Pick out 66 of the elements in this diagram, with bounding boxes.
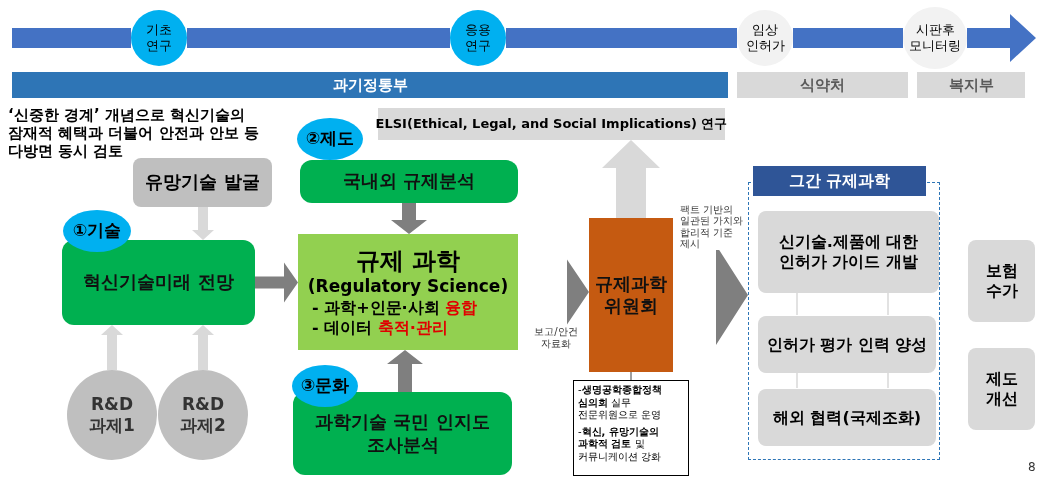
block-arrow bbox=[967, 14, 1036, 62]
box-text: 규제과학 위원회 bbox=[594, 272, 668, 318]
committee-box bbox=[589, 218, 673, 372]
timeline-band bbox=[187, 28, 450, 48]
process-box bbox=[293, 392, 512, 475]
ministry-bar bbox=[12, 72, 728, 98]
box-text: 보험 수가 bbox=[984, 261, 1019, 301]
connector-line bbox=[630, 371, 632, 381]
badge-label: ③문화 bbox=[300, 375, 350, 397]
timeline-band bbox=[793, 28, 903, 48]
box-text: 제도 개선 bbox=[984, 369, 1019, 409]
ministry-label: 식약처 bbox=[800, 75, 845, 95]
box-text: - 데이터 축적·관리 bbox=[312, 317, 448, 338]
stage-label: 응용 연구 bbox=[464, 21, 492, 55]
box-text: 유망기술 발굴 bbox=[145, 171, 260, 194]
note-text: -생명공학종합정책 심의회 실무 전문위원으로 운영 bbox=[578, 384, 663, 422]
block-arrow bbox=[255, 262, 298, 303]
circle-label: R&D 과제2 bbox=[179, 393, 227, 437]
block-arrow bbox=[192, 325, 214, 370]
ministry-bar bbox=[917, 72, 1025, 98]
process-box bbox=[758, 389, 936, 446]
block-arrow bbox=[387, 350, 423, 392]
block-arrow bbox=[391, 203, 427, 234]
box-text: 규제 과학 bbox=[355, 246, 461, 277]
box-text: 혁신기술미래 전망 bbox=[83, 271, 234, 294]
note-text: ‘신중한 경계’ 개념으로 혁신기술의 잠재적 혜택과 더불어 안전과 안보 등 다방면 동시 검토 bbox=[8, 106, 261, 160]
ministry-bar bbox=[737, 72, 908, 98]
circle-label: R&D 과제1 bbox=[88, 393, 136, 437]
process-box bbox=[300, 160, 518, 203]
ministry-label: 복지부 bbox=[948, 75, 994, 95]
box-text: ELSI(Ethical, Legal, and Social Implications) 연구 bbox=[375, 115, 728, 133]
note-box bbox=[573, 380, 689, 476]
timeline-band bbox=[506, 28, 737, 48]
stage-label: 임상 인허가 bbox=[744, 21, 786, 55]
ministry-label: 과기정통부 bbox=[332, 75, 408, 95]
stage-label: 기초 연구 bbox=[145, 21, 173, 55]
stage-circle bbox=[450, 10, 506, 66]
stage-circle bbox=[131, 10, 187, 66]
block-arrow bbox=[101, 325, 123, 370]
box-text: 해외 협력(국제조화) bbox=[772, 407, 922, 428]
block-arrow bbox=[602, 140, 660, 218]
box-text: 과학기술 국민 인지도 조사분석 bbox=[314, 411, 491, 456]
badge-label: ①기술 bbox=[72, 220, 122, 242]
process-box bbox=[758, 211, 939, 293]
core-box bbox=[298, 234, 518, 350]
box-text: (Regulatory Science) bbox=[307, 276, 509, 298]
page-number: 8 bbox=[1028, 459, 1037, 476]
category-badge bbox=[292, 365, 358, 407]
box-text: 국내외 규제분석 bbox=[342, 170, 476, 193]
timeline-band bbox=[12, 28, 131, 48]
badge-label: ②제도 bbox=[305, 128, 355, 150]
category-badge bbox=[63, 210, 131, 252]
stage-label: 시판후 모니터링 bbox=[908, 21, 962, 55]
note-text: -혁신, 유망기술의 과학적 검토 및 커뮤니케이션 강화 bbox=[578, 425, 663, 463]
section-header: 그간 규제과학 bbox=[753, 166, 926, 196]
edge-label: 팩트 기반의 일관된 가치와 합리적 기준 제시 bbox=[680, 204, 746, 250]
box-text: - 과학+인문·사회 융합 bbox=[312, 297, 478, 318]
box-text: 인허가 평가 인력 양성 bbox=[766, 334, 928, 355]
research-box bbox=[378, 108, 725, 140]
process-box bbox=[133, 158, 272, 207]
process-box bbox=[62, 240, 255, 325]
block-arrow bbox=[192, 207, 214, 240]
process-box bbox=[758, 316, 936, 373]
process-box bbox=[968, 240, 1035, 322]
process-box bbox=[968, 348, 1035, 430]
box-text: 신기술.제품에 대한 인허가 가이드 개발 bbox=[777, 232, 920, 272]
